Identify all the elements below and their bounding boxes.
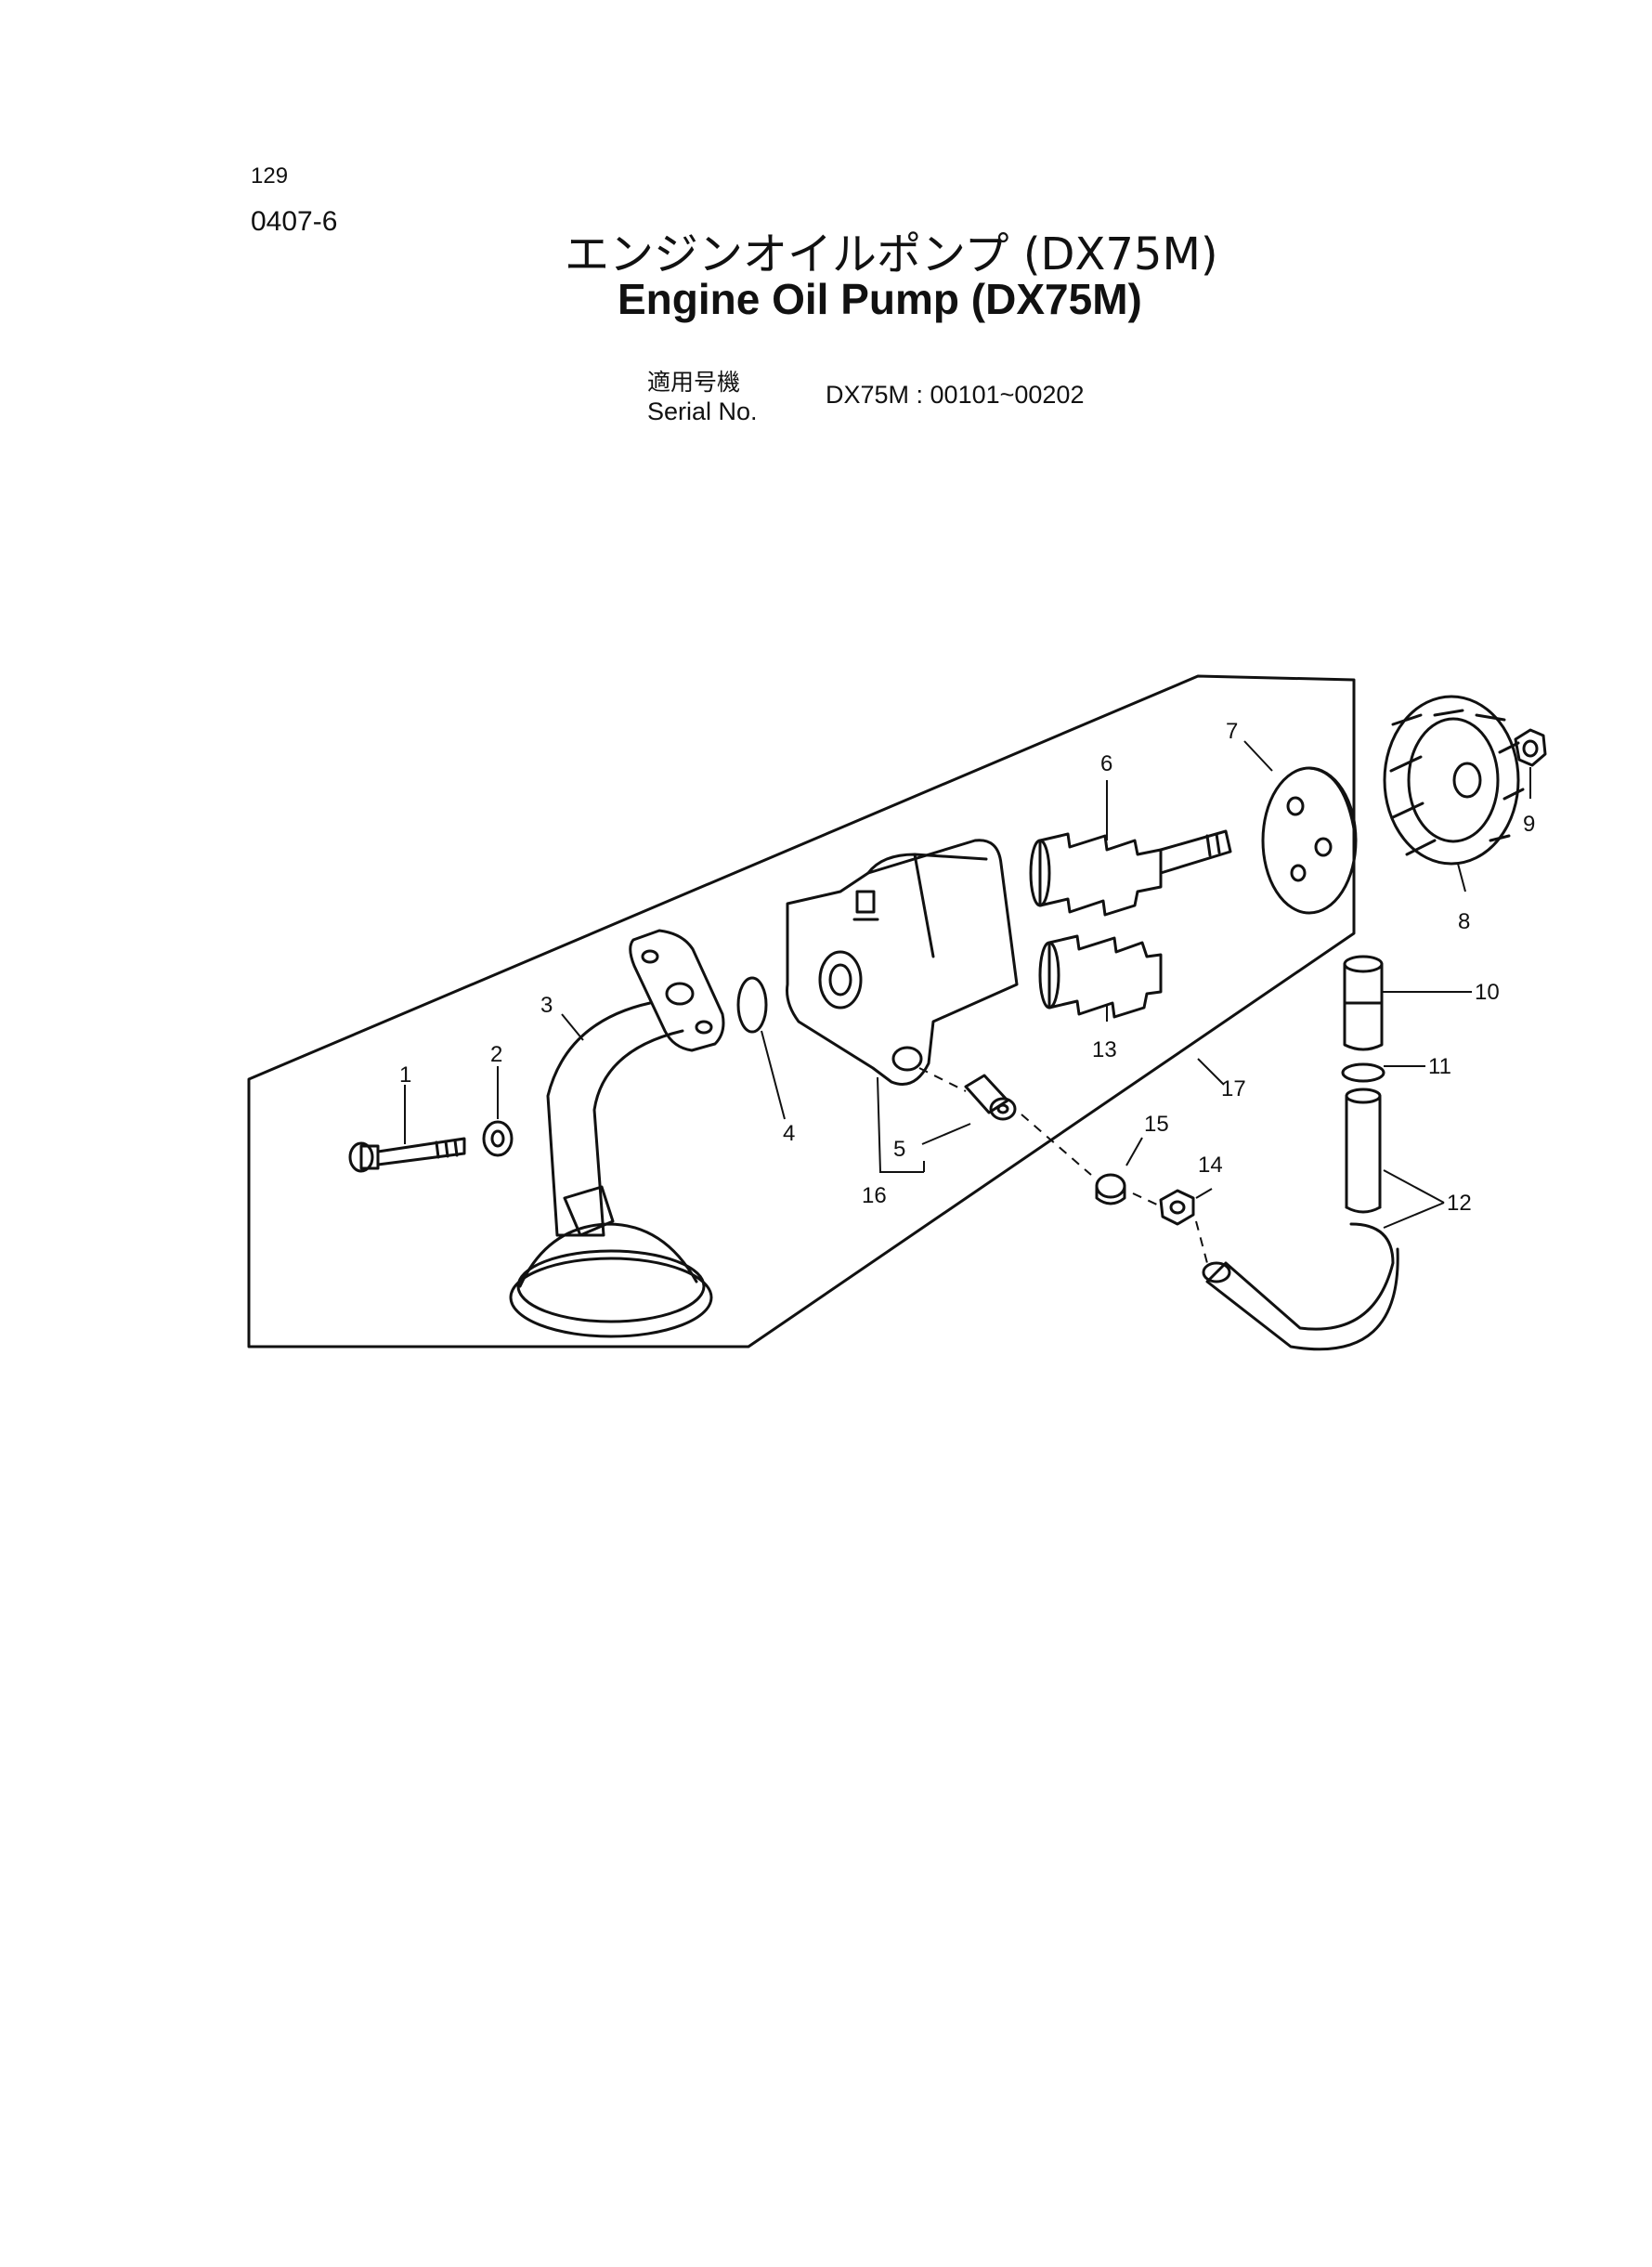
callout-4: 4: [783, 1121, 795, 1146]
leader-line: [921, 1123, 971, 1145]
helical-gear-part: [1383, 695, 1525, 866]
pipe-connector-part: [1343, 955, 1384, 1051]
callout-10: 10: [1475, 980, 1500, 1005]
oil-pipe-part: [1202, 1088, 1399, 1351]
callout-12: 12: [1447, 1191, 1472, 1216]
assembly-line: [918, 1067, 967, 1092]
leader-line: [1197, 1058, 1225, 1086]
leader-line: [761, 1030, 786, 1120]
hex-nut-part: [1159, 1189, 1195, 1226]
section-code: 0407-6: [251, 206, 338, 237]
fitting-part: [964, 1074, 1017, 1121]
leader-line: [877, 1076, 925, 1173]
washer-part: [482, 1120, 514, 1157]
bolt-part: [348, 1137, 466, 1173]
cover-plate-part: [1261, 766, 1358, 915]
leader-line: [1383, 1169, 1445, 1229]
page-title-japanese: エンジンオイルポンプ (DX75M): [565, 228, 1218, 280]
sleeve-part: [1095, 1173, 1126, 1205]
assembly-line: [1132, 1192, 1160, 1206]
callout-1: 1: [399, 1062, 411, 1088]
strainer-pipe-part: [509, 929, 725, 1338]
callout-5: 5: [893, 1137, 905, 1162]
small-o-ring-part: [1341, 1062, 1385, 1083]
callout-16: 16: [862, 1183, 887, 1208]
callout-7: 7: [1226, 719, 1238, 744]
driven-gear-part: [1038, 934, 1163, 1019]
leader-line: [1243, 740, 1273, 772]
assembly-line: [1195, 1220, 1208, 1264]
callout-17: 17: [1221, 1076, 1246, 1101]
page-number: 129: [251, 163, 289, 189]
nut-part: [1514, 728, 1547, 767]
oil-pump-body-part: [786, 839, 1019, 1086]
o-ring-part: [736, 976, 768, 1034]
leader-line: [1125, 1137, 1143, 1166]
leader-line: [561, 1013, 584, 1041]
callout-13: 13: [1092, 1037, 1117, 1062]
serial-label-english: Serial No.: [647, 397, 758, 425]
callout-2: 2: [490, 1042, 502, 1067]
callout-8: 8: [1458, 909, 1470, 934]
page-title-english: Engine Oil Pump (DX75M): [618, 275, 1142, 323]
callout-14: 14: [1198, 1153, 1223, 1178]
assembly-line: [1021, 1114, 1092, 1176]
drive-gear-shaft-part: [1029, 829, 1232, 917]
serial-label-japanese: 適用号機: [647, 369, 741, 396]
serial-range: DX75M : 00101~00202: [826, 381, 1085, 409]
callout-15: 15: [1144, 1112, 1169, 1137]
assembly-boundary-frame: [247, 674, 1356, 1348]
callout-11: 11: [1428, 1054, 1451, 1079]
callout-3: 3: [540, 993, 553, 1018]
callout-9: 9: [1523, 812, 1535, 837]
leader-line: [1457, 863, 1466, 892]
callout-6: 6: [1100, 751, 1112, 776]
leader-line: [1195, 1188, 1213, 1199]
